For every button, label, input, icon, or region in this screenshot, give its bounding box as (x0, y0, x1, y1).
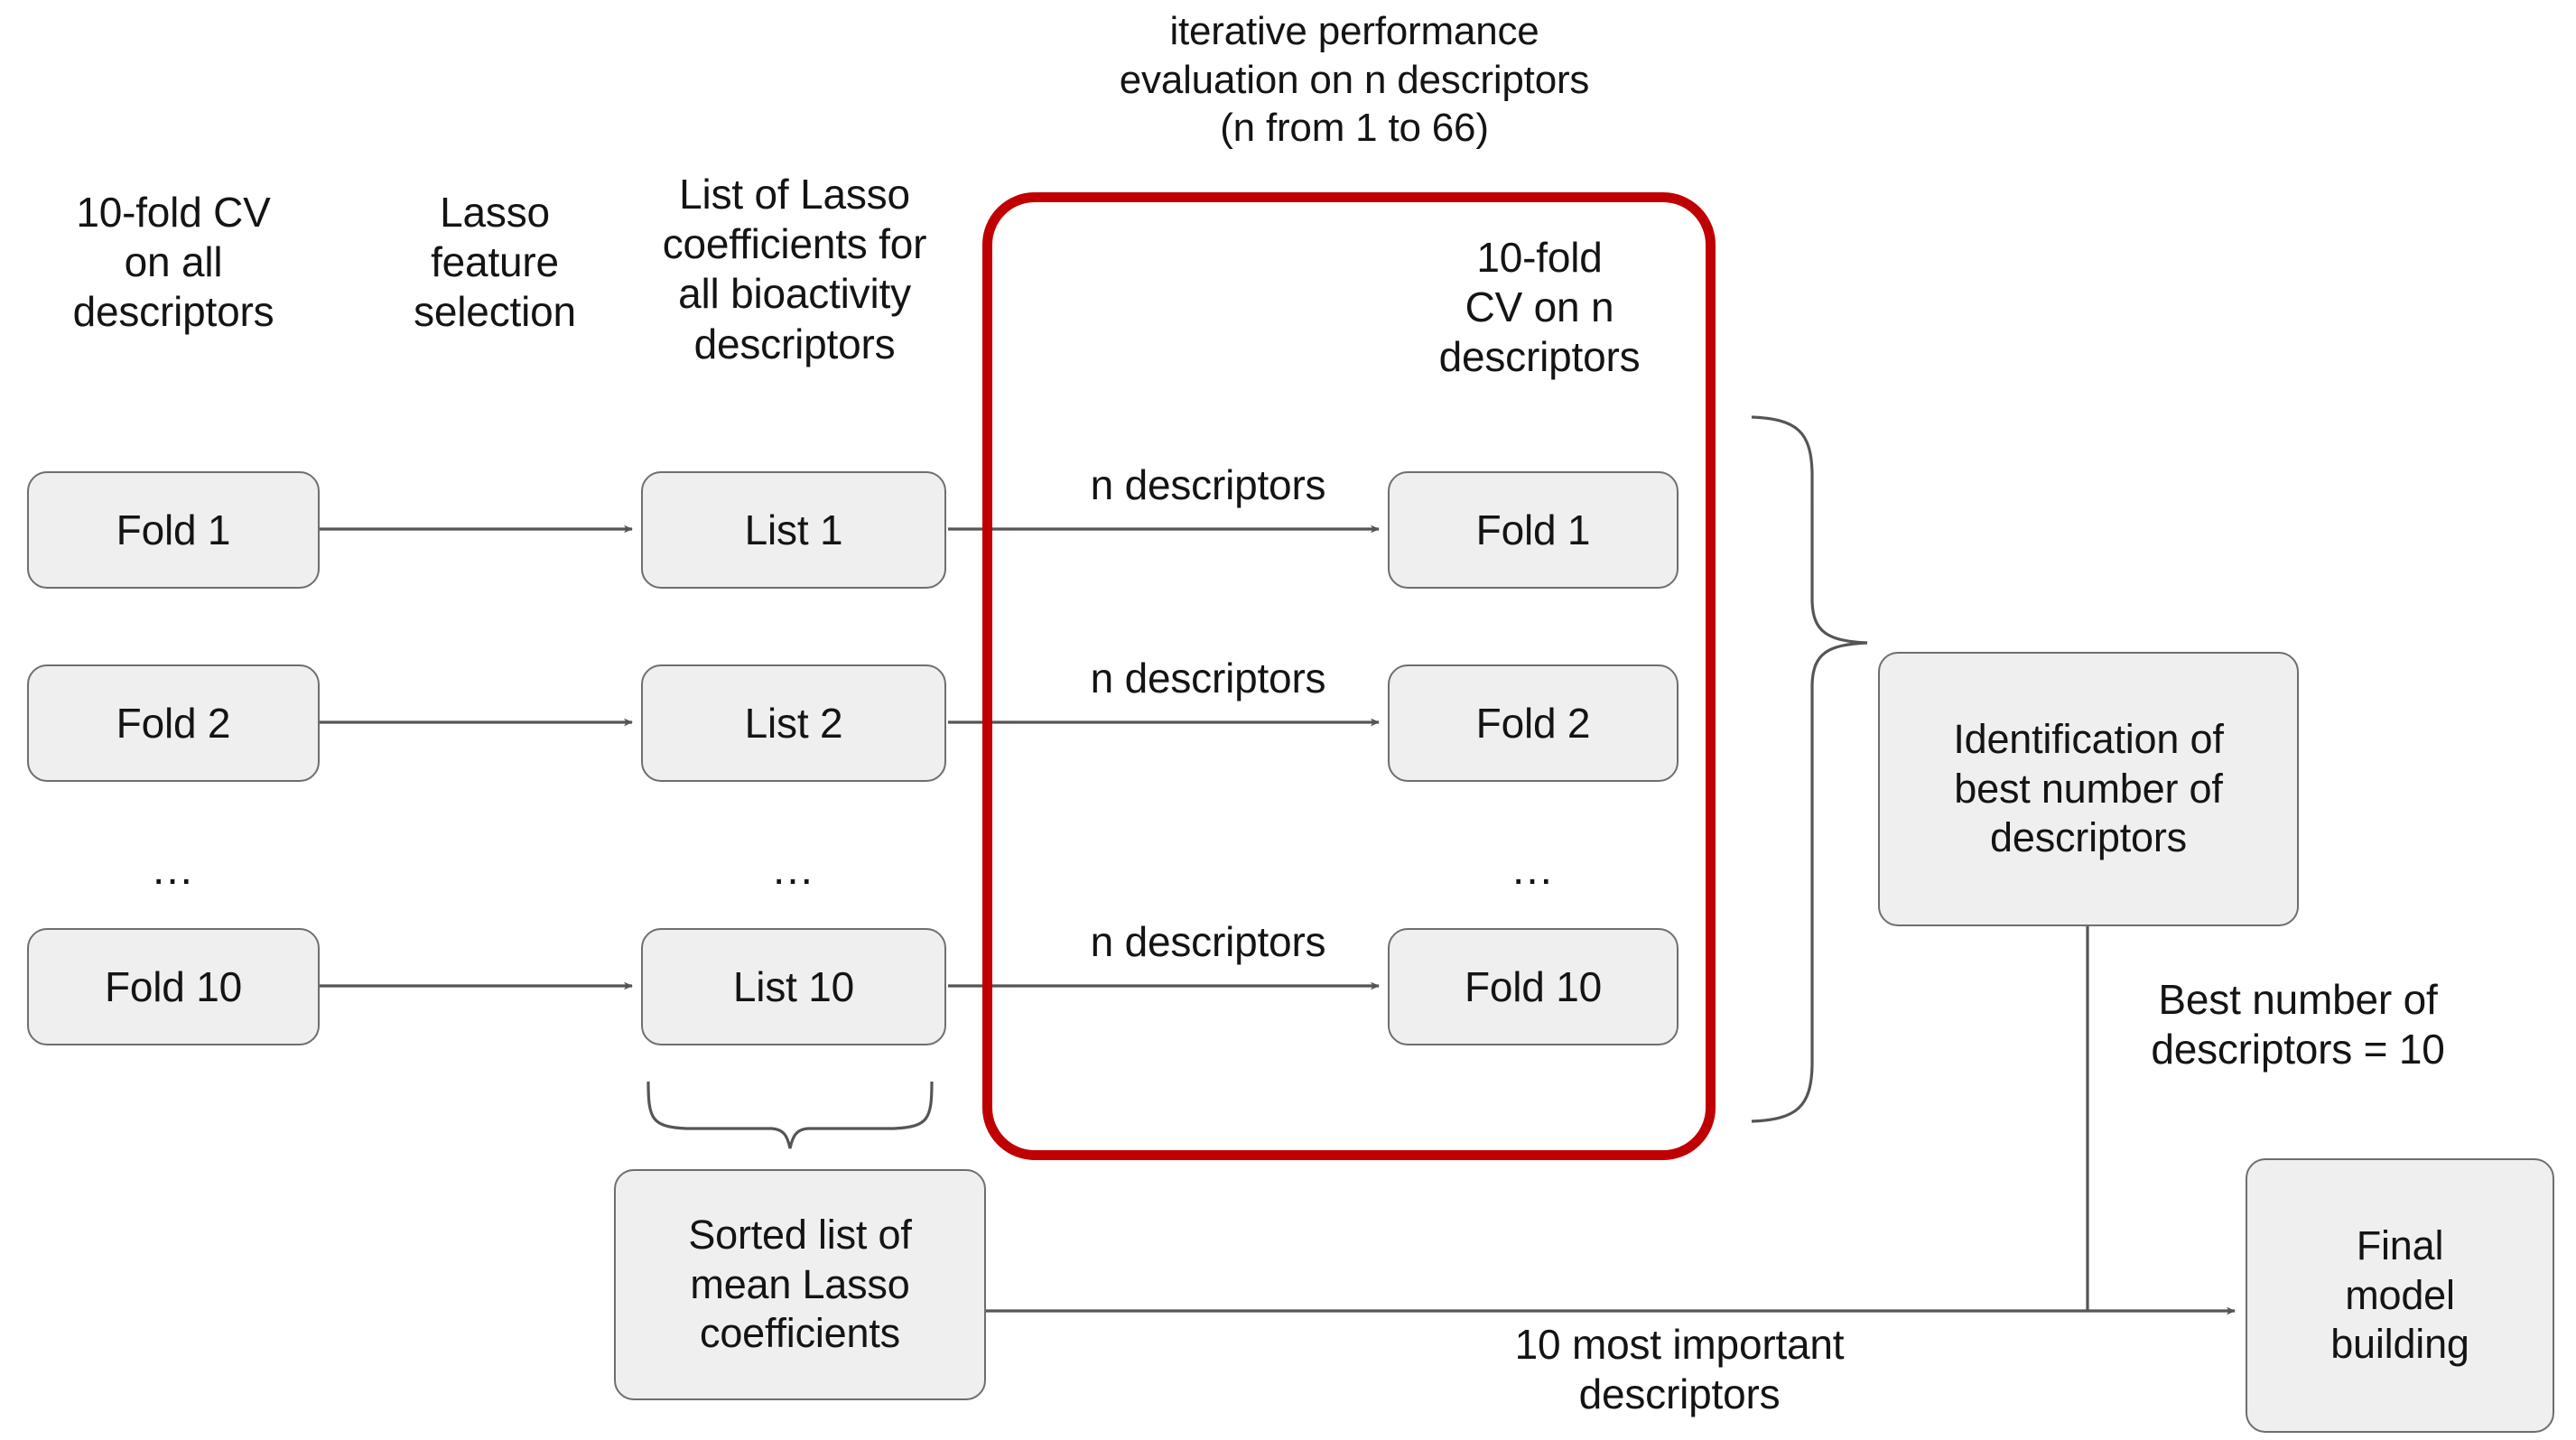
ellipsis-left-column: ... (152, 846, 194, 894)
node-fold-1-left[interactable]: Fold 1 (27, 471, 320, 589)
column-header-list-of-lasso-coefficients: List of Lasso coefficients for all bioac… (662, 171, 927, 367)
iterative-evaluation-highlight-frame (982, 192, 1716, 1160)
node-fold-1-right[interactable]: Fold 1 (1388, 471, 1679, 589)
column-header-lasso-feature-selection: Lasso feature selection (414, 189, 576, 336)
node-fold-2-right[interactable]: Fold 2 (1388, 664, 1679, 782)
node-list-1[interactable]: List 1 (641, 471, 946, 589)
edge-label-best-number-of-descriptors: Best number of descriptors = 10 (2151, 976, 2445, 1073)
node-fold-10-left[interactable]: Fold 10 (27, 928, 320, 1045)
node-fold-2-left[interactable]: Fold 2 (27, 664, 320, 782)
ellipsis-list-column: ... (772, 846, 814, 894)
edge-label-n-descriptors-row1: n descriptors (1090, 461, 1326, 508)
column-header-iterative-performance-evaluation: iterative performance evaluation on n de… (1119, 9, 1590, 151)
edge-label-10-most-important-descriptors: 10 most important descriptors (1514, 1321, 1845, 1418)
edge-label-n-descriptors-row3: n descriptors (1090, 918, 1326, 965)
node-list-10[interactable]: List 10 (641, 928, 946, 1045)
node-list-2[interactable]: List 2 (641, 664, 946, 782)
node-final-model-building[interactable]: Final model building (2246, 1158, 2554, 1433)
brace-lists-to-sorted-list (646, 1081, 934, 1149)
node-fold-10-right[interactable]: Fold 10 (1388, 928, 1679, 1045)
column-header-cv-on-n-descriptors: 10-fold CV on n descriptors (1438, 234, 1641, 381)
column-header-cv-all-descriptors: 10-fold CV on all descriptors (72, 189, 274, 336)
brace-rfolds-to-identification (1751, 415, 1868, 1123)
node-sorted-list-mean-lasso-coefficients[interactable]: Sorted list of mean Lasso coefficients (614, 1169, 986, 1400)
edge-label-n-descriptors-row2: n descriptors (1090, 655, 1326, 701)
ellipsis-right-column: ... (1511, 846, 1554, 894)
node-identification-best-number-descriptors[interactable]: Identification of best number of descrip… (1878, 652, 2299, 926)
